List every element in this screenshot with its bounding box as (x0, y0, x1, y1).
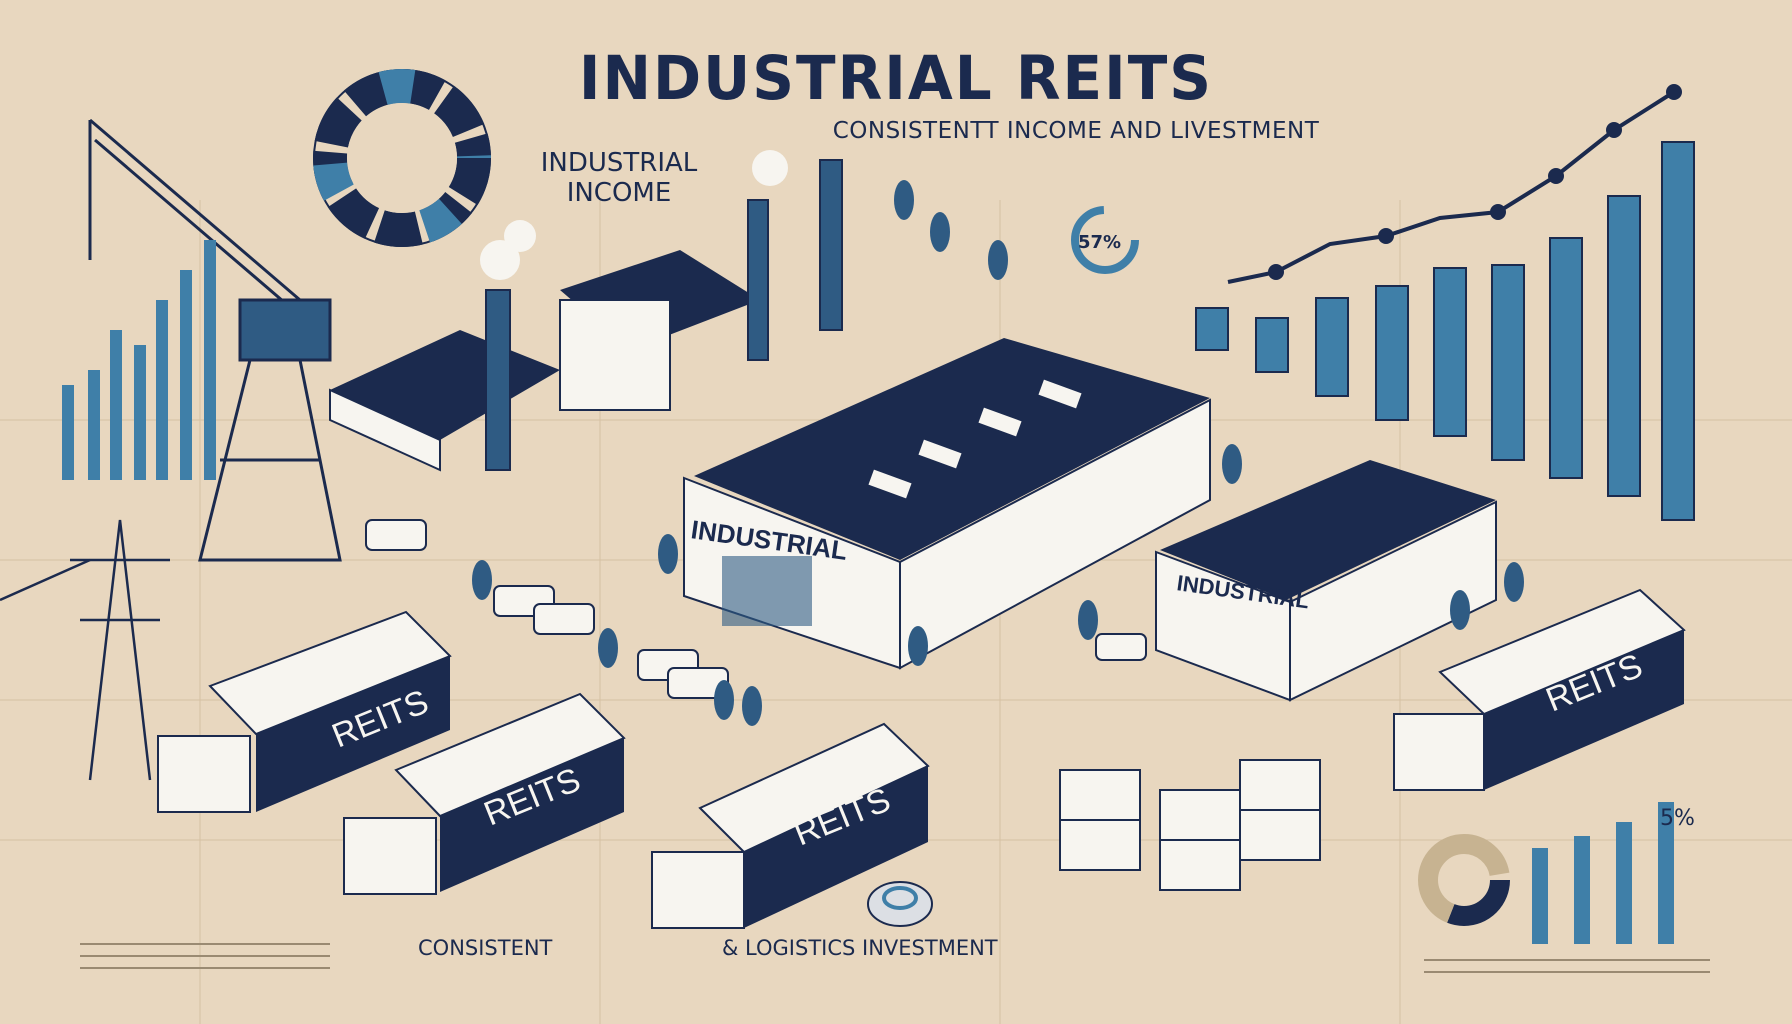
industrial-income-label: INDUSTRIAL INCOME (540, 148, 698, 208)
car-icons (365, 519, 1147, 699)
truck-2: REITS (343, 692, 626, 895)
page-subtitle: CONSISTENTT INCOME AND LIVESTMENT (832, 118, 1320, 144)
ring-icon (1071, 206, 1139, 274)
fine-print-lines (80, 943, 1710, 973)
donut-chart-icon (313, 69, 491, 247)
coin-icon (867, 881, 933, 927)
factory-icon (329, 150, 843, 472)
main-warehouse-sign: INDUSTRIAL (689, 514, 849, 566)
power-tower-icon (0, 519, 170, 781)
logistics-label: & LOGISTICS INVESTMENT (722, 936, 998, 960)
truck-4: REITS (1393, 588, 1686, 791)
percent-right-label: 5% (1660, 806, 1695, 831)
truck-1: REITS (157, 610, 452, 813)
main-warehouse-icon (683, 338, 1211, 670)
truck-3: REITS (651, 722, 930, 929)
storage-racks-icon (1059, 759, 1321, 891)
consistent-label: CONSISTENT (418, 936, 553, 960)
bottom-right-chart (1418, 802, 1674, 944)
right-warehouse-icon (1155, 460, 1497, 702)
right-warehouse-sign: INDUSTRIAL (1175, 570, 1310, 613)
page-title: INDUSTRIAL REITS (578, 42, 1214, 114)
tree-icons (472, 180, 1524, 726)
crane-icon (88, 118, 342, 562)
left-bar-chart (62, 240, 216, 480)
percent-mid-label: 57% (1078, 232, 1122, 253)
right-bar-chart (1195, 84, 1695, 521)
